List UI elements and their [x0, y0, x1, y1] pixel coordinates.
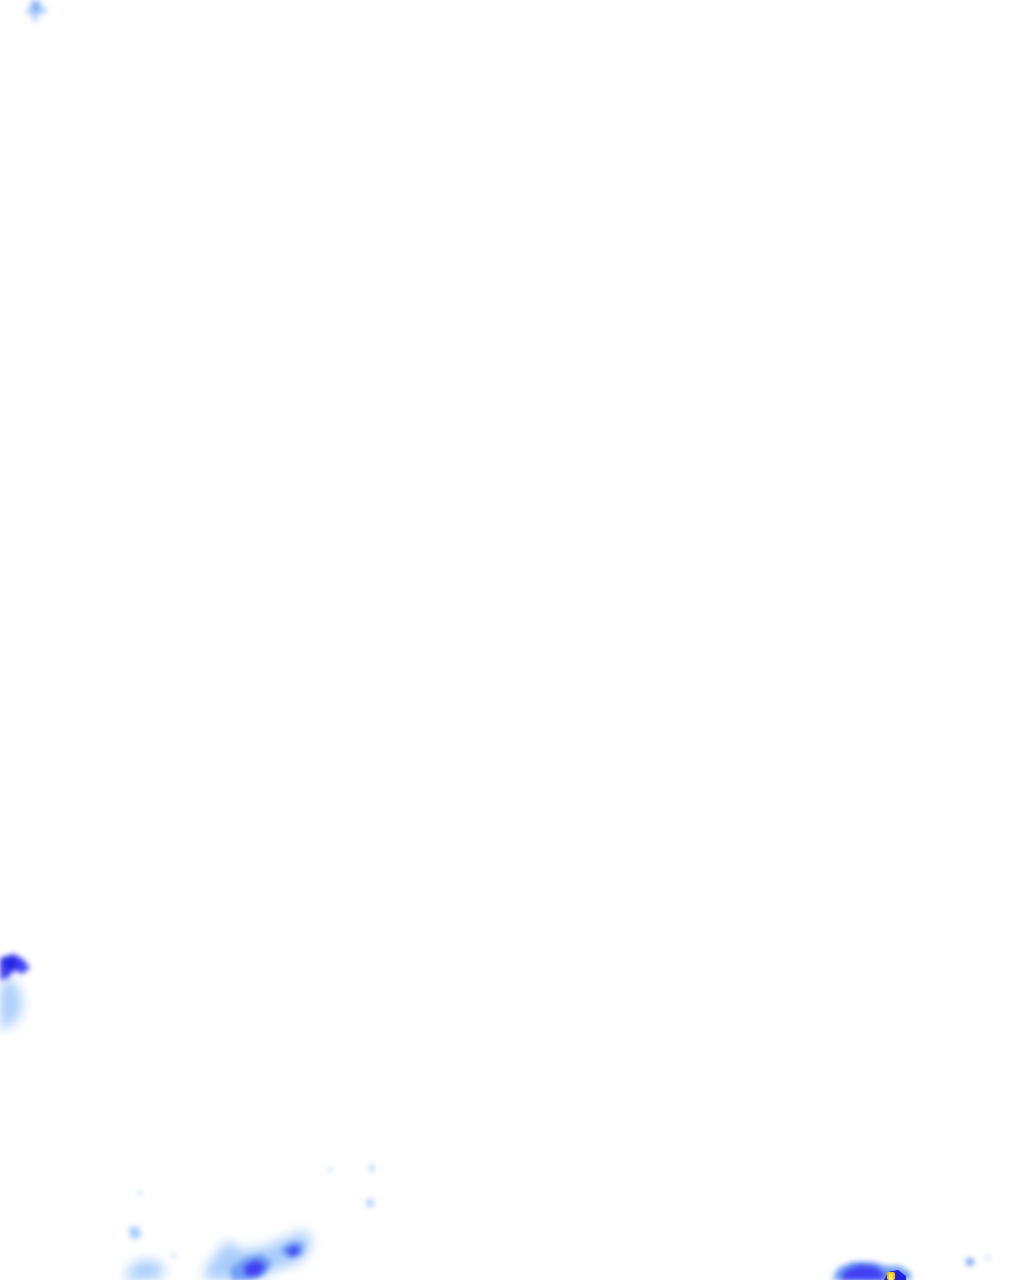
echo-bottom-right-core	[887, 1272, 895, 1280]
echo-left-edge-cell	[0, 954, 30, 1030]
echo-top-left-speck	[25, 0, 48, 22]
echo-scattered-specks	[138, 1165, 990, 1266]
echo-lower-left-band	[125, 1226, 312, 1280]
